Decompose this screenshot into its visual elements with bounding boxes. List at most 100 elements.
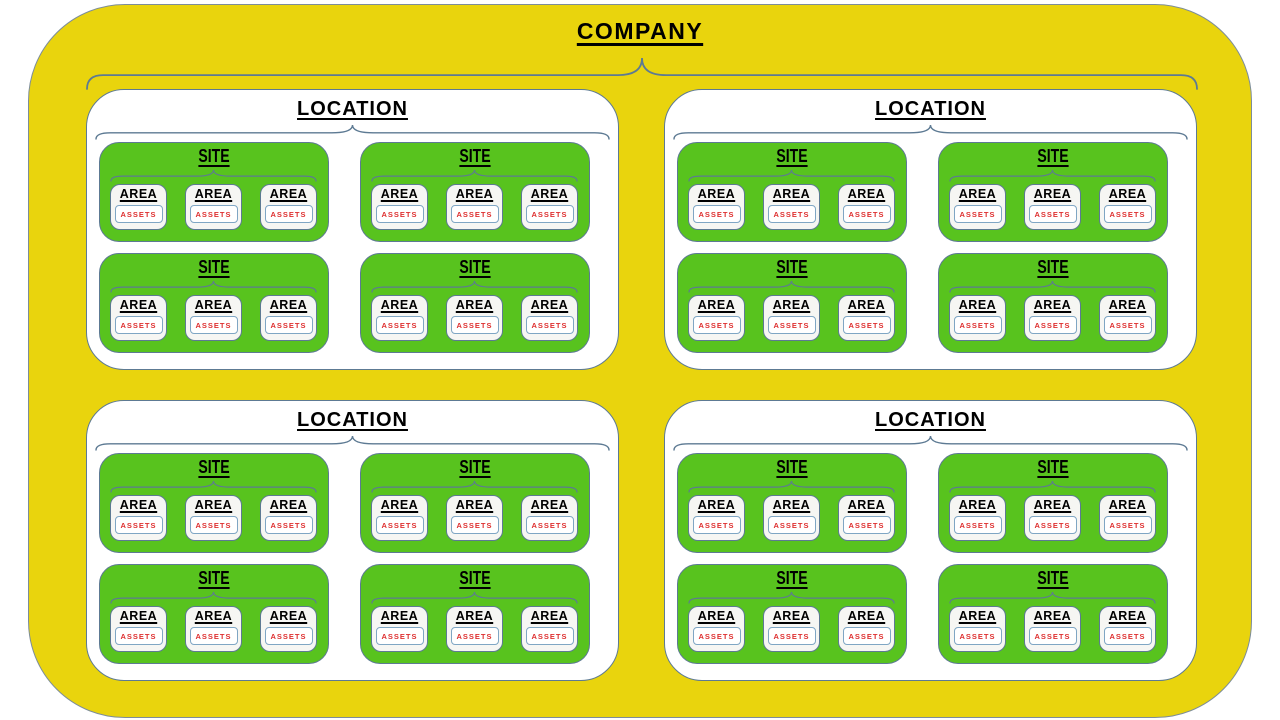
assets-label: ASSETS [381, 209, 418, 219]
area-box: AREA ASSETS [1099, 495, 1156, 541]
area-box: AREA ASSETS [110, 295, 167, 341]
assets-box: ASSETS [114, 627, 163, 645]
assets-label: ASSETS [773, 520, 810, 530]
locations-grid: LOCATION SITE AREA ASSETS AREA ASSETS AR… [86, 89, 1197, 681]
assets-box: ASSETS [692, 516, 741, 534]
assets-box: ASSETS [767, 316, 816, 334]
location-brace [95, 435, 610, 451]
assets-box: ASSETS [450, 516, 499, 534]
assets-box: ASSETS [1103, 205, 1152, 223]
assets-box: ASSETS [375, 316, 424, 334]
area-title: AREA [530, 498, 569, 512]
area-box: AREA ASSETS [185, 495, 242, 541]
site-title: SITE [198, 457, 230, 477]
area-box: AREA ASSETS [446, 606, 503, 652]
assets-box: ASSETS [114, 205, 163, 223]
site-brace [371, 591, 578, 604]
site-title: SITE [459, 146, 491, 166]
area-title: AREA [194, 498, 233, 512]
area-title: AREA [530, 298, 569, 312]
area-box: AREA ASSETS [949, 495, 1006, 541]
assets-box: ASSETS [375, 516, 424, 534]
site-brace [949, 591, 1156, 604]
assets-label: ASSETS [381, 320, 418, 330]
site-brace [371, 280, 578, 293]
assets-box: ASSETS [525, 205, 574, 223]
site-box: SITE AREA ASSETS AREA ASSETS AREA ASSETS [360, 142, 590, 242]
assets-box: ASSETS [264, 316, 313, 334]
assets-box: ASSETS [692, 205, 741, 223]
assets-box: ASSETS [1103, 316, 1152, 334]
site-title: SITE [776, 257, 808, 277]
site-box: SITE AREA ASSETS AREA ASSETS AREA ASSETS [360, 564, 590, 664]
assets-label: ASSETS [531, 520, 568, 530]
assets-box: ASSETS [1028, 316, 1077, 334]
site-box: SITE AREA ASSETS AREA ASSETS AREA ASSETS [99, 142, 329, 242]
location-brace [673, 435, 1188, 451]
assets-box: ASSETS [692, 316, 741, 334]
area-box: AREA ASSETS [763, 295, 820, 341]
location-title: LOCATION [297, 98, 408, 120]
areas-row: AREA ASSETS AREA ASSETS AREA ASSETS [678, 495, 905, 541]
area-title: AREA [380, 498, 419, 512]
assets-box: ASSETS [375, 205, 424, 223]
site-title: SITE [198, 146, 230, 166]
area-box: AREA ASSETS [371, 184, 428, 230]
areas-row: AREA ASSETS AREA ASSETS AREA ASSETS [678, 295, 905, 341]
assets-box: ASSETS [525, 316, 574, 334]
area-box: AREA ASSETS [371, 295, 428, 341]
assets-label: ASSETS [531, 209, 568, 219]
area-title: AREA [697, 498, 736, 512]
sites-grid: SITE AREA ASSETS AREA ASSETS AREA ASSETS… [99, 142, 590, 353]
site-title: SITE [198, 568, 230, 588]
assets-label: ASSETS [698, 320, 735, 330]
areas-row: AREA ASSETS AREA ASSETS AREA ASSETS [361, 295, 588, 341]
area-box: AREA ASSETS [521, 495, 578, 541]
assets-label: ASSETS [270, 520, 307, 530]
location-panel: LOCATION SITE AREA ASSETS AREA ASSETS AR… [664, 89, 1197, 370]
assets-box: ASSETS [450, 627, 499, 645]
area-title: AREA [697, 609, 736, 623]
area-title: AREA [455, 298, 494, 312]
area-box: AREA ASSETS [763, 495, 820, 541]
location-panel: LOCATION SITE AREA ASSETS AREA ASSETS AR… [664, 400, 1197, 681]
assets-label: ASSETS [773, 209, 810, 219]
assets-label: ASSETS [195, 520, 232, 530]
area-title: AREA [269, 498, 308, 512]
site-title: SITE [198, 257, 230, 277]
assets-label: ASSETS [270, 631, 307, 641]
site-box: SITE AREA ASSETS AREA ASSETS AREA ASSETS [99, 453, 329, 553]
area-title: AREA [772, 609, 811, 623]
site-brace [949, 280, 1156, 293]
area-box: AREA ASSETS [688, 295, 745, 341]
assets-box: ASSETS [189, 205, 238, 223]
area-title: AREA [1108, 609, 1147, 623]
area-box: AREA ASSETS [838, 495, 895, 541]
assets-box: ASSETS [375, 627, 424, 645]
area-title: AREA [697, 187, 736, 201]
area-title: AREA [455, 609, 494, 623]
assets-box: ASSETS [189, 627, 238, 645]
assets-label: ASSETS [773, 631, 810, 641]
location-brace [95, 124, 610, 140]
site-box: SITE AREA ASSETS AREA ASSETS AREA ASSETS [938, 453, 1168, 553]
area-box: AREA ASSETS [521, 606, 578, 652]
area-title: AREA [119, 609, 158, 623]
area-title: AREA [455, 187, 494, 201]
site-brace [371, 169, 578, 182]
assets-label: ASSETS [270, 209, 307, 219]
sites-grid: SITE AREA ASSETS AREA ASSETS AREA ASSETS… [677, 453, 1168, 664]
site-title: SITE [1037, 457, 1069, 477]
area-box: AREA ASSETS [110, 184, 167, 230]
area-box: AREA ASSETS [521, 295, 578, 341]
site-box: SITE AREA ASSETS AREA ASSETS AREA ASSETS [677, 142, 907, 242]
site-brace [110, 591, 317, 604]
assets-label: ASSETS [456, 631, 493, 641]
site-box: SITE AREA ASSETS AREA ASSETS AREA ASSETS [99, 253, 329, 353]
area-title: AREA [269, 609, 308, 623]
area-title: AREA [380, 298, 419, 312]
assets-label: ASSETS [848, 631, 885, 641]
site-title: SITE [1037, 257, 1069, 277]
area-box: AREA ASSETS [949, 295, 1006, 341]
